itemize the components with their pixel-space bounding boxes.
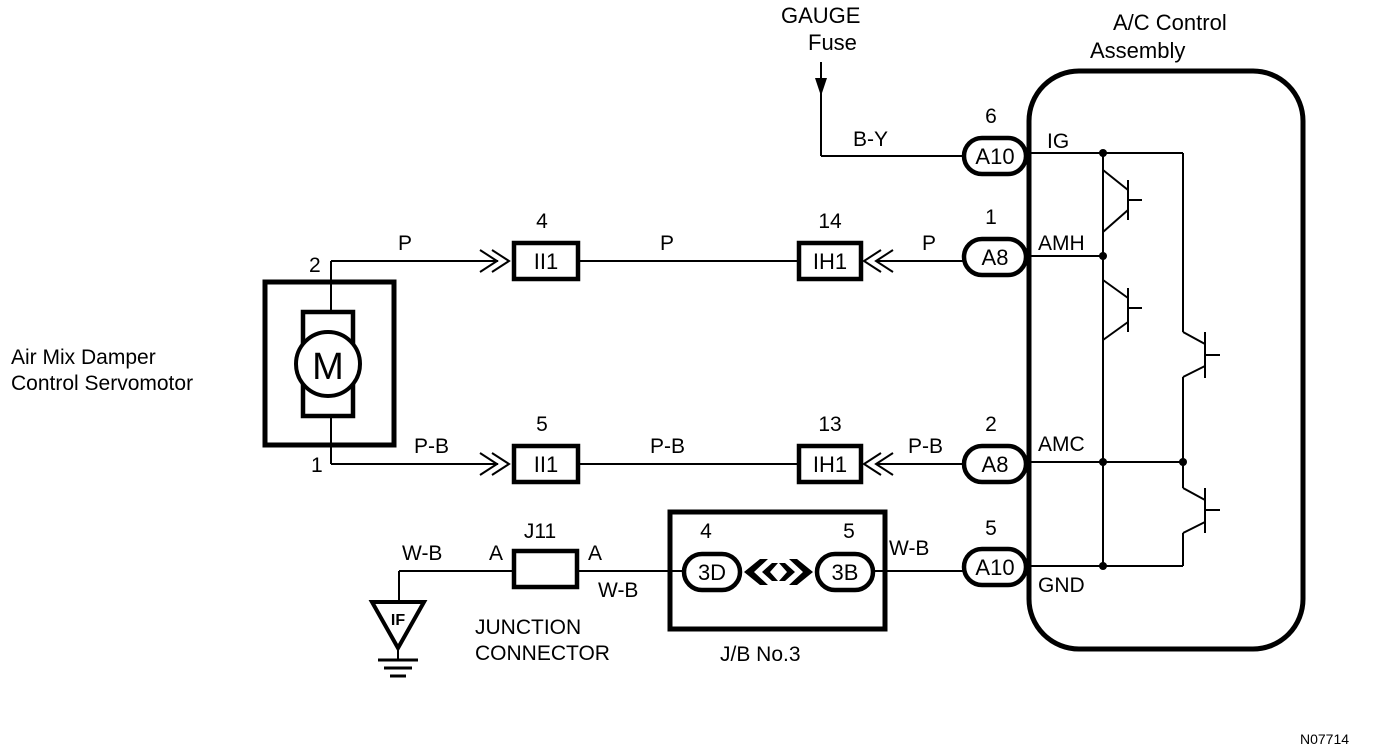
svg-text:CONNECTOR: CONNECTOR [475,642,610,665]
plug-arrow-icon [479,249,511,273]
svg-text:5: 5 [536,413,548,436]
gauge-fuse-arrow-icon [815,78,827,96]
servomotor-label: Air Mix Damper Control Servomotor [11,346,193,395]
connector-a8-bottom: A8 2 [961,413,1029,485]
svg-text:6: 6 [985,105,997,128]
svg-text:IH1: IH1 [813,249,847,274]
connector-a10-top: A10 6 [961,105,1029,177]
connector-a8-top: A8 1 [961,206,1029,278]
motor-icon [294,330,362,398]
svg-text:II1: II1 [534,452,558,477]
ground-icon: IF [368,600,428,678]
terminal-ig: IG [1047,130,1069,153]
connector-ii1-bottom: II1 5 [511,413,581,485]
svg-text:JUNCTION: JUNCTION [475,616,581,639]
svg-text:A8: A8 [982,245,1009,270]
svg-text:Fuse: Fuse [808,30,857,55]
svg-text:Assembly: Assembly [1090,38,1185,63]
motor-symbol: M [312,346,344,388]
motor-pin-top: 2 [309,254,321,277]
terminal-gnd: GND [1038,574,1085,597]
ac-internal-circuit [1029,149,1187,570]
jb-label: J/B No.3 [720,643,801,666]
svg-text:A: A [588,542,602,565]
ac-assembly-label: A/C Control Assembly [1090,10,1227,63]
svg-text:GAUGE: GAUGE [781,3,860,28]
connector-jb-3b: 3B 5 [814,520,876,593]
wire-label-pb-2: P-B [650,435,685,458]
svg-text:13: 13 [818,413,841,436]
svg-text:Air Mix Damper: Air Mix Damper [11,346,156,369]
wire-label-wb-1: W-B [402,542,442,565]
svg-text:II1: II1 [534,249,558,274]
connector-jb-3d: 3D 4 [681,520,743,593]
svg-text:3D: 3D [698,560,726,585]
wire-label-p-3: P [922,232,936,255]
connector-ii1-top: II1 4 [511,210,581,282]
transistor-icon [1182,487,1220,534]
transistor-icon [1102,279,1142,341]
connector-a10-bottom: A10 5 [961,517,1029,588]
svg-text:IF: IF [391,612,405,629]
wire-label-wb-2: W-B [598,579,638,602]
wire-label-wb-3: W-B [889,537,929,560]
junction-connector-j11: J11 A A [489,520,602,590]
wire-label-pb-3: P-B [908,435,943,458]
transistor-icon [1182,331,1220,378]
wire-label-pb-1: P-B [414,435,449,458]
wire-label-p-2: P [660,232,674,255]
svg-text:A/C Control: A/C Control [1113,10,1227,35]
svg-text:5: 5 [985,517,997,540]
svg-text:1: 1 [985,206,997,229]
svg-text:3B: 3B [832,560,859,585]
svg-text:2: 2 [985,413,997,436]
junction-connector-label: JUNCTION CONNECTOR [475,616,610,665]
svg-text:4: 4 [700,520,712,543]
jb-left-arrow-icon [744,559,778,585]
svg-text:J11: J11 [524,520,556,543]
transistor-icon [1102,169,1142,233]
jb-right-arrow-icon [779,559,813,585]
motor-pin-bottom: 1 [311,454,323,477]
svg-text:4: 4 [536,210,548,233]
terminal-amh: AMH [1038,232,1085,255]
wire-label-b-y: B-Y [853,128,888,151]
terminal-amc: AMC [1038,433,1085,456]
svg-text:A10: A10 [975,144,1014,169]
gauge-fuse-label: GAUGE Fuse [781,3,860,55]
svg-text:Control Servomotor: Control Servomotor [11,372,193,395]
plug-arrow-icon [479,452,511,476]
ac-control-assembly-box [1026,68,1306,652]
connector-ih1-bottom: IH1 13 [796,413,864,485]
svg-text:14: 14 [818,210,842,233]
svg-text:A10: A10 [975,555,1014,580]
figure-id: N07714 [1300,731,1349,747]
servomotor-box [262,279,397,448]
svg-text:IH1: IH1 [813,452,847,477]
svg-text:A: A [489,542,503,565]
connector-ih1-top: IH1 14 [796,210,864,282]
svg-text:A8: A8 [982,452,1009,477]
wire-label-p-1: P [398,232,412,255]
svg-text:5: 5 [843,520,855,543]
